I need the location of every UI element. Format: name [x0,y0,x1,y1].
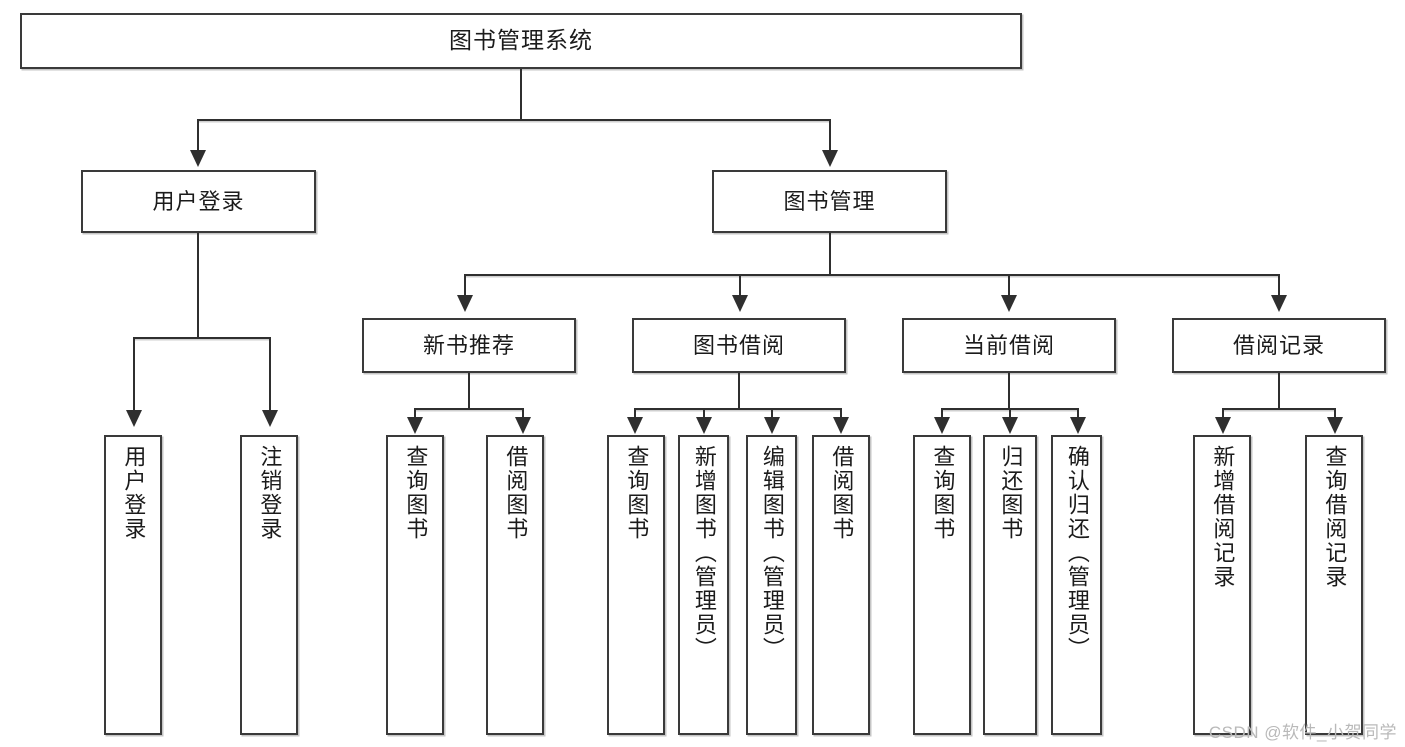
leaf-record-query[interactable]: 查询借阅记录 [1305,435,1363,735]
leaf-current-query-book[interactable]: 查询图书 [913,435,971,735]
arrow-book-mgmt-to-l2-1 [457,295,473,312]
leaf-label: 查询图书 [403,445,429,541]
arrow-user-login-to-leaf-2 [262,410,278,427]
arrow-book-borrow-to-leaf-2 [696,417,712,434]
node-system-root[interactable]: 图书管理系统 [20,13,1022,69]
connector-book-mgmt-to-l2-2 [739,274,741,297]
leaf-borrow-borrow-book[interactable]: 借阅图书 [812,435,870,735]
leaf-label: 查询借阅记录 [1322,445,1348,589]
node-book-borrow[interactable]: 图书借阅 [632,318,846,373]
arrow-book-borrow-to-leaf-4 [833,417,849,434]
connector-root-stem [520,69,522,120]
leaf-current-return-book[interactable]: 归还图书 [983,435,1037,735]
arrow-book-mgmt-to-l2-3 [1001,295,1017,312]
arrow-current-borrow-to-leaf-2 [1002,417,1018,434]
arrow-current-borrow-to-leaf-3 [1070,417,1086,434]
arrow-borrow-records-to-leaf-1 [1215,417,1231,434]
connector-book-borrow-to-leaf-3 [771,408,773,419]
connector-user-login-to-leaf-1 [133,337,135,412]
leaf-current-confirm-return[interactable]: 确认归还（管理员） [1051,435,1102,735]
node-new-book-recommend[interactable]: 新书推荐 [362,318,576,373]
connector-book-borrow-stem [738,373,740,409]
connector-book-mgmt-bar [464,274,1278,276]
connector-borrow-records-to-leaf-1 [1222,408,1224,419]
connector-user-login-to-leaf-2 [269,337,271,412]
connector-new-book-bar [414,408,524,410]
connector-book-borrow-to-leaf-1 [634,408,636,419]
connector-new-book-to-leaf-1 [414,408,416,419]
connector-book-mgmt-to-l2-3 [1008,274,1010,297]
leaf-borrow-edit-book[interactable]: 编辑图书（管理员） [746,435,797,735]
leaf-label: 归还图书 [998,445,1024,541]
connector-book-mgmt-to-l2-1 [464,274,466,297]
leaf-borrow-add-book[interactable]: 新增图书（管理员） [678,435,729,735]
connector-borrow-records-to-leaf-2 [1334,408,1336,419]
connector-root-bar [197,119,831,121]
node-label: 图书管理 [783,188,876,214]
leaf-label: 注销登录 [257,445,283,541]
node-label: 当前借阅 [962,332,1055,358]
arrow-new-book-to-leaf-2 [515,417,531,434]
connector-book-mgmt-stem [829,233,831,275]
leaf-label: 查询图书 [624,445,650,541]
node-current-borrow[interactable]: 当前借阅 [902,318,1116,373]
node-label: 新书推荐 [422,332,515,358]
connector-borrow-records-stem [1278,373,1280,409]
leaf-label: 查询图书 [930,445,956,541]
leaf-new-book-query[interactable]: 查询图书 [386,435,444,735]
connector-current-borrow-to-leaf-2 [1009,408,1011,419]
leaf-user-login[interactable]: 用户登录 [104,435,162,735]
leaf-label: 借阅图书 [503,445,529,541]
connector-user-login-bar [133,337,271,339]
arrow-book-borrow-to-leaf-3 [764,417,780,434]
leaf-borrow-query-book[interactable]: 查询图书 [607,435,665,735]
arrow-book-borrow-to-leaf-1 [627,417,643,434]
connector-book-borrow-bar [634,408,842,410]
connector-book-borrow-to-leaf-4 [840,408,842,419]
arrow-user-login-to-leaf-1 [126,410,142,427]
connector-new-book-stem [468,373,470,409]
leaf-label: 用户登录 [121,445,147,541]
leaf-user-logout[interactable]: 注销登录 [240,435,298,735]
node-book-management[interactable]: 图书管理 [712,170,947,233]
node-user-login[interactable]: 用户登录 [81,170,316,233]
leaf-label: 借阅图书 [829,445,855,541]
arrow-root-to-user-login [190,150,206,167]
leaf-label: 新增借阅记录 [1210,445,1236,589]
csdn-watermark: CSDN @软件_小贺同学 [1208,723,1397,742]
connector-book-borrow-to-leaf-2 [703,408,705,419]
arrow-new-book-to-leaf-1 [407,417,423,434]
connector-new-book-to-leaf-2 [522,408,524,419]
leaf-label: 新增图书（管理员） [691,445,717,661]
node-label: 借阅记录 [1232,332,1325,358]
arrow-borrow-records-to-leaf-2 [1327,417,1343,434]
connector-root-to-user-login [197,119,199,152]
arrow-current-borrow-to-leaf-1 [934,417,950,434]
connector-book-mgmt-to-l2-4 [1278,274,1280,297]
connector-current-borrow-stem [1008,373,1010,409]
leaf-new-book-borrow[interactable]: 借阅图书 [486,435,544,735]
leaf-label: 编辑图书（管理员） [759,445,785,661]
connector-user-login-stem [197,233,199,338]
node-label: 图书借阅 [692,332,785,358]
node-label: 图书管理系统 [449,27,593,54]
connector-current-borrow-to-leaf-3 [1077,408,1079,419]
arrow-book-mgmt-to-l2-2 [732,295,748,312]
node-borrow-records[interactable]: 借阅记录 [1172,318,1386,373]
connector-current-borrow-to-leaf-1 [941,408,943,419]
leaf-record-add[interactable]: 新增借阅记录 [1193,435,1251,735]
connector-borrow-records-bar [1222,408,1336,410]
arrow-root-to-book-mgmt [822,150,838,167]
node-label: 用户登录 [152,188,245,214]
leaf-label: 确认归还（管理员） [1064,445,1090,661]
connector-root-to-book-mgmt [829,119,831,152]
arrow-book-mgmt-to-l2-4 [1271,295,1287,312]
